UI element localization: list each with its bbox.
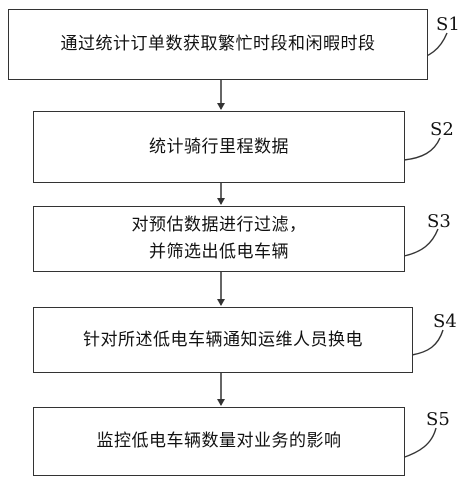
step-label-s5: S5 <box>426 409 450 430</box>
step-label-s2: S2 <box>430 119 454 140</box>
leader-s2 <box>403 137 441 161</box>
step-box-s3: 对预估数据进行过滤， 并筛选出低电车辆 <box>33 206 405 272</box>
step-box-s5: 监控低电车辆数量对业务的影响 <box>33 407 405 476</box>
step-box-s1: 通过统计订单数获取繁忙时段和闲暇时段 <box>8 9 428 80</box>
step-text-line-2: 并筛选出低电车辆 <box>149 242 289 262</box>
step-text: 针对所述低电车辆通知运维人员换电 <box>83 329 363 350</box>
step-text: 通过统计订单数获取繁忙时段和闲暇时段 <box>60 34 376 54</box>
step-label-s3: S3 <box>427 211 451 232</box>
leader-s3 <box>403 228 439 257</box>
step-label-s4: S4 <box>433 311 457 332</box>
leader-s4 <box>411 329 444 356</box>
step-text: 统计骑行里程数据 <box>149 136 289 157</box>
step-text: 监控低电车辆数量对业务的影响 <box>96 431 342 451</box>
leader-s5 <box>401 427 437 459</box>
step-box-s4: 针对所述低电车辆通知运维人员换电 <box>33 307 413 373</box>
step-label-s1: S1 <box>436 14 460 35</box>
step-box-s2: 统计骑行里程数据 <box>33 111 405 183</box>
step-text-line-1: 对预估数据进行过滤， <box>131 215 307 235</box>
